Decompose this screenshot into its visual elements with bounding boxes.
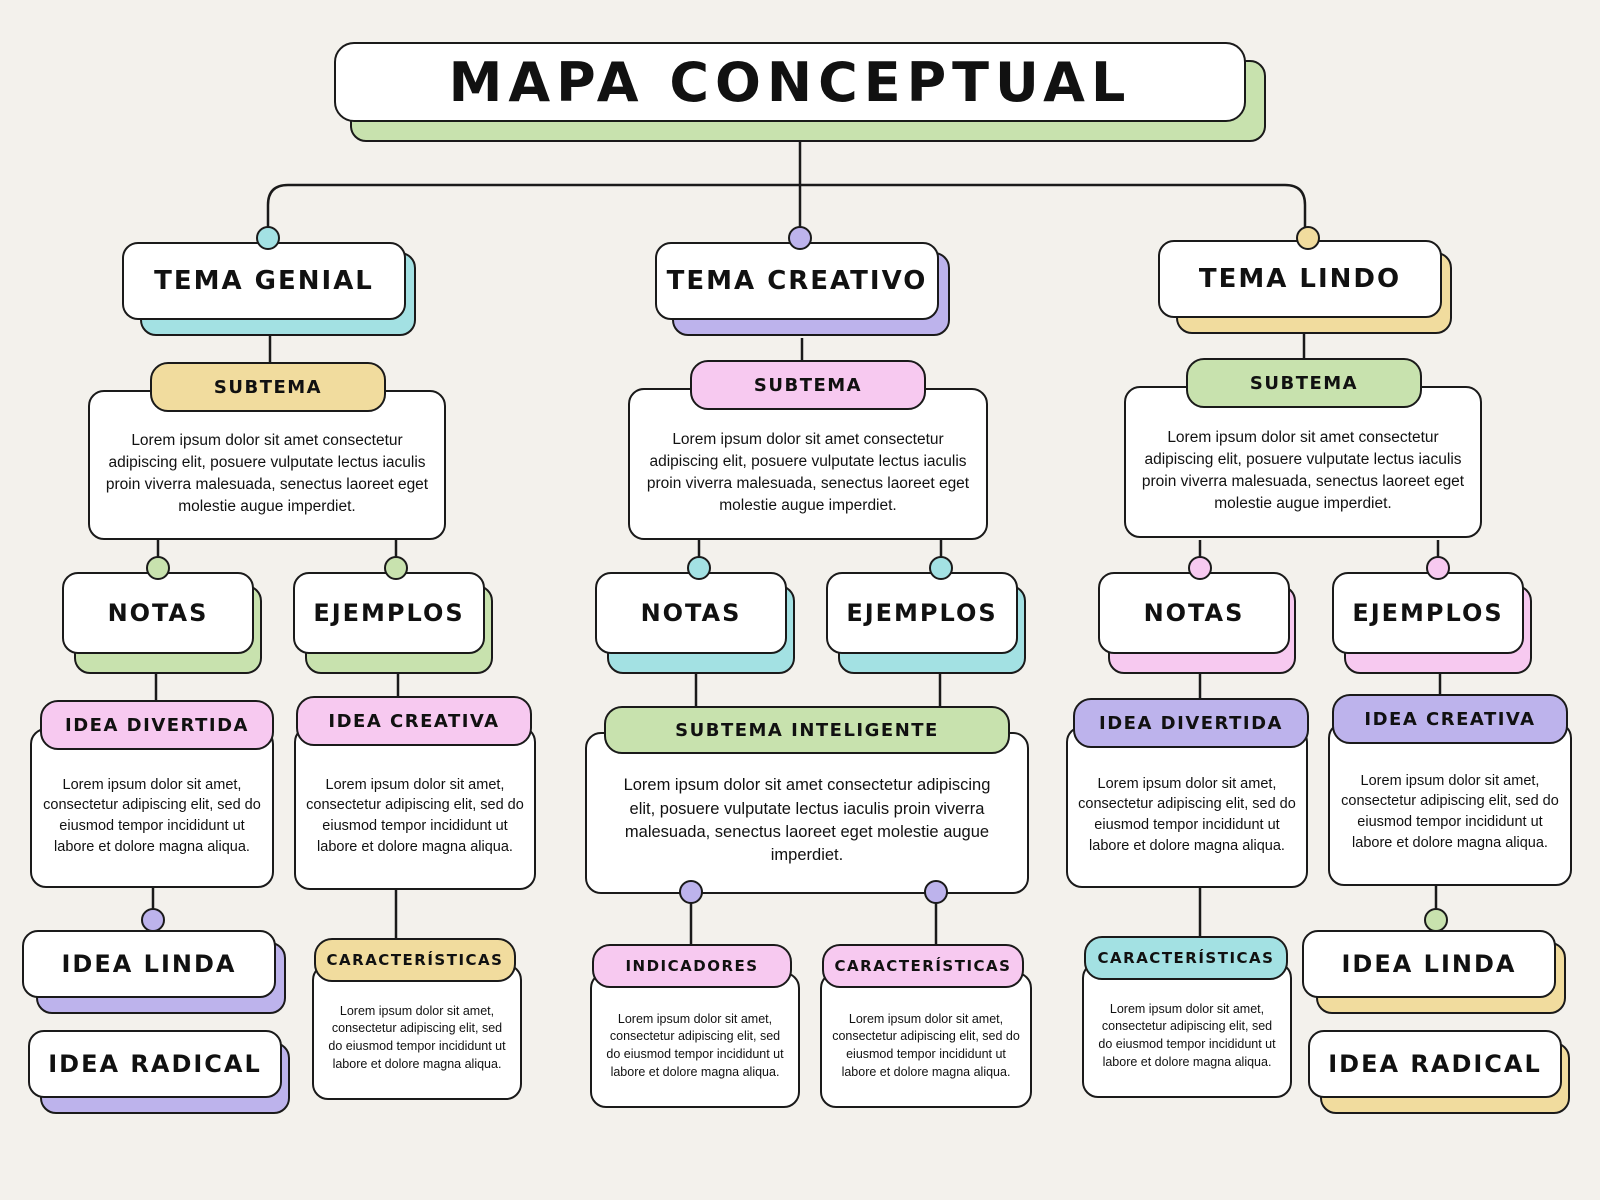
notas-box-3: NOTAS	[1098, 572, 1290, 654]
subtopic-label-1: SUBTEMA	[150, 362, 386, 412]
smart-subtopic-label: SUBTEMA INTELIGENTE	[604, 706, 1010, 754]
detail-text-1: Lorem ipsum dolor sit amet, consectetur …	[312, 964, 522, 1100]
connector-dot	[929, 556, 953, 580]
idea-text-1: Lorem ipsum dolor sit amet, consectetur …	[30, 728, 274, 888]
subtopic-label-3: SUBTEMA	[1186, 358, 1422, 408]
idea-text-3: Lorem ipsum dolor sit amet, consectetur …	[1066, 726, 1308, 888]
connector-dot	[687, 556, 711, 580]
connector-dot	[788, 226, 812, 250]
connector-dot	[1426, 556, 1450, 580]
detail-text-2: Lorem ipsum dolor sit amet, consectetur …	[590, 972, 800, 1108]
subtopic-text-1: Lorem ipsum dolor sit amet consectetur a…	[88, 390, 446, 540]
topic-tema-creativo: TEMA CREATIVO	[655, 242, 939, 320]
notas-box-2: NOTAS	[595, 572, 787, 654]
idea-linda-box-1: IDEA LINDA	[22, 930, 276, 998]
idea-text-4: Lorem ipsum dolor sit amet, consectetur …	[1328, 722, 1572, 886]
notas-box-1: NOTAS	[62, 572, 254, 654]
connector-dot	[1188, 556, 1212, 580]
detail-label-2: INDICADORES	[592, 944, 792, 988]
connector-dot	[1296, 226, 1320, 250]
idea-linda-box-2: IDEA LINDA	[1302, 930, 1556, 998]
page-title: MAPA CONCEPTUAL	[334, 42, 1246, 122]
idea-label-3: IDEA DIVERTIDA	[1073, 698, 1309, 748]
idea-radical-box-1: IDEA RADICAL	[28, 1030, 282, 1098]
detail-label-3: CARACTERÍSTICAS	[822, 944, 1024, 988]
connector-dot	[146, 556, 170, 580]
idea-label-2: IDEA CREATIVA	[296, 696, 532, 746]
idea-radical-box-2: IDEA RADICAL	[1308, 1030, 1562, 1098]
detail-text-3: Lorem ipsum dolor sit amet, consectetur …	[820, 972, 1032, 1108]
idea-text-2: Lorem ipsum dolor sit amet, consectetur …	[294, 726, 536, 890]
connector-title-branch	[266, 183, 1307, 240]
idea-label-1: IDEA DIVERTIDA	[40, 700, 274, 750]
connector-dot	[384, 556, 408, 580]
ejemplos-box-1: EJEMPLOS	[293, 572, 485, 654]
idea-label-4: IDEA CREATIVA	[1332, 694, 1568, 744]
topic-tema-lindo: TEMA LINDO	[1158, 240, 1442, 318]
ejemplos-box-2: EJEMPLOS	[826, 572, 1018, 654]
detail-label-1: CARACTERÍSTICAS	[314, 938, 516, 982]
subtopic-label-2: SUBTEMA	[690, 360, 926, 410]
topic-tema-genial: TEMA GENIAL	[122, 242, 406, 320]
smart-subtopic-text: Lorem ipsum dolor sit amet consectetur a…	[585, 732, 1029, 894]
connector-dot	[1424, 908, 1448, 932]
subtopic-text-3: Lorem ipsum dolor sit amet consectetur a…	[1124, 386, 1482, 538]
connector-dot	[141, 908, 165, 932]
connector-dot	[679, 880, 703, 904]
subtopic-text-2: Lorem ipsum dolor sit amet consectetur a…	[628, 388, 988, 540]
detail-label-4: CARACTERÍSTICAS	[1084, 936, 1288, 980]
ejemplos-box-3: EJEMPLOS	[1332, 572, 1524, 654]
connector-dot	[256, 226, 280, 250]
detail-text-4: Lorem ipsum dolor sit amet, consectetur …	[1082, 962, 1292, 1098]
connector-dot	[924, 880, 948, 904]
